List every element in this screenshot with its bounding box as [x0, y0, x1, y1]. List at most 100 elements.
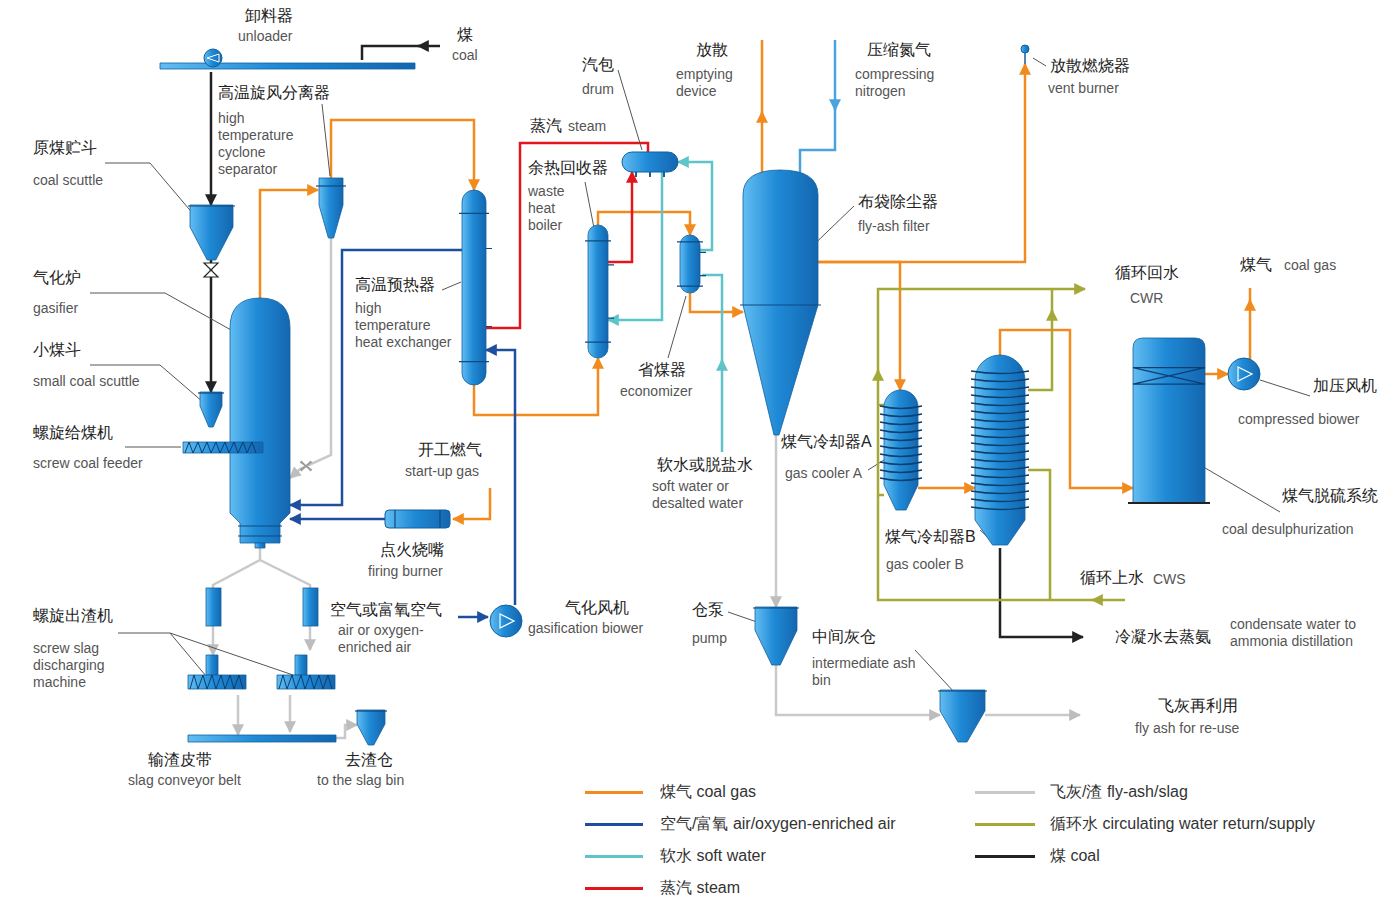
gas-line: [453, 488, 490, 519]
vessel-detail: [355, 710, 387, 711]
nitrogen-line: [800, 40, 835, 178]
equipment-name-en: compressed biower: [1238, 411, 1359, 428]
vessel-detail: [880, 478, 922, 481]
valve-symbol: [204, 263, 218, 277]
air-line: [458, 616, 488, 619]
firing-burner: 点火烧嘴firing burner: [385, 510, 450, 528]
equipment-name: 螺旋给煤机: [33, 423, 113, 443]
ash-bin: 中间灰仓intermediate ash bin: [940, 690, 985, 742]
vessel-detail: [677, 242, 703, 286]
vessel-detail: [1238, 367, 1252, 381]
equipment-name: 输渣皮带: [148, 750, 212, 770]
vessel-detail: [880, 414, 922, 417]
equipment-shape: [160, 48, 415, 72]
ash-line: [985, 714, 1080, 717]
legend-swatch: [975, 823, 1035, 826]
leader-line: [105, 163, 200, 222]
flow-line: [775, 435, 778, 607]
stream-label: 软水或脱盐水: [657, 455, 753, 475]
vessel-outline: [188, 675, 246, 689]
slag-pipe: [206, 588, 318, 626]
soft-water-line: [721, 360, 724, 452]
coal-feed-line: [362, 46, 420, 60]
vessel-outline: [255, 543, 265, 548]
equipment-shape: [884, 390, 918, 510]
vessel-detail: [971, 379, 1029, 382]
vessel-detail: [880, 446, 922, 449]
equipment-shape: [588, 225, 608, 358]
small-hopper: 小煤斗small coal scuttle: [200, 392, 222, 427]
unloader-pump: [204, 49, 222, 67]
cyclone-separator: 高温旋风分离器high temperature cyclone separato…: [318, 178, 344, 238]
equipment-name: 省煤器: [638, 360, 686, 380]
equipment-shape: [975, 355, 1025, 545]
circulating-water-line: [878, 370, 1094, 600]
valve-symbol: [301, 461, 311, 471]
circulating-water-line: [878, 289, 1125, 600]
equipment-name-en: screw coal feeder: [33, 455, 143, 472]
stream-label: 飞灰再利用: [1158, 696, 1238, 716]
vessel-detail: [971, 499, 1029, 502]
circulating-water-line: [1092, 599, 1125, 602]
slag-pipe: [303, 588, 318, 626]
vessel-detail: [880, 470, 922, 473]
leader-line: [90, 58, 1310, 693]
equipment-shape: [183, 442, 263, 453]
vessel-detail: [198, 392, 224, 393]
vessel-outline: [319, 178, 343, 238]
legend-text: 蒸汽 steam: [660, 878, 740, 898]
bag-filter: 布袋除尘器fly-ash filter: [743, 170, 818, 435]
stream-label: soft water or desalted water: [652, 478, 772, 512]
equipment-name-en: intermediate ash bin: [812, 655, 917, 689]
gas-cooler: 煤气冷却器Bgas cooler B: [975, 355, 1025, 545]
vessel-detail: [700, 252, 706, 275]
slag-screw: 螺旋出渣机screw slag discharging machine: [188, 655, 336, 695]
equipment-name: 点火烧嘴: [380, 540, 444, 560]
vessel-detail: [190, 675, 243, 689]
stream-label: fly ash for re-use: [1135, 720, 1239, 737]
equipment-name: 放散燃烧器: [1050, 56, 1130, 76]
stream-label: 循环回水: [1115, 263, 1179, 283]
equipment-shape: [1133, 338, 1205, 503]
equipment-name: 气化风机: [565, 598, 629, 618]
equipment-name-en: fly-ash filter: [858, 218, 930, 235]
vessel-outline: [588, 225, 608, 358]
vessel-outline: [385, 510, 450, 528]
ash-line: [260, 560, 310, 650]
vessel-detail: [279, 675, 332, 689]
stream-label: emptying device: [676, 66, 756, 100]
equipment-name-en: gasification biower: [528, 620, 643, 637]
stream-label: 循环上水: [1080, 568, 1144, 588]
vessel-detail: [971, 395, 1029, 398]
vessel-detail: [971, 411, 1029, 414]
leader-line: [90, 293, 240, 335]
coal-feed-line: [418, 45, 440, 48]
heat-exchanger: 高温预热器high temperature heat exchanger: [462, 190, 486, 385]
equipment-name-en: small coal scuttle: [33, 373, 140, 390]
vessel-outline: [190, 205, 233, 260]
equipment-name: 余热回收器: [528, 158, 608, 178]
equipment-shape: [357, 710, 385, 745]
flow-line: [474, 358, 598, 415]
coal-feed-line: [362, 46, 1083, 637]
gas-line: [1249, 300, 1252, 360]
vessel-detail: [238, 526, 282, 536]
legend-swatch: [585, 855, 643, 858]
legend-swatch: [585, 887, 643, 890]
equipment-name-en: vent burner: [1048, 80, 1119, 97]
vessel-detail: [585, 241, 611, 342]
soft-water-line: [702, 275, 722, 362]
vessel-detail: [486, 249, 492, 327]
equipment-shape: [200, 392, 222, 427]
leader-line: [118, 633, 296, 676]
legend-swatch: [585, 823, 643, 826]
equipment-name: 卸料器: [245, 6, 293, 26]
gas-line: [761, 40, 764, 114]
vent-burner: 放散燃烧器vent burner: [1019, 44, 1031, 64]
air-line: [458, 616, 488, 619]
legend-text: 煤 coal: [1050, 846, 1100, 866]
equipment-name-en: slag conveyor belt: [128, 772, 241, 789]
vessel-detail: [753, 607, 799, 608]
equipment-name-en: coal scuttle: [33, 172, 103, 189]
equipment-name-en: pump: [692, 630, 727, 647]
